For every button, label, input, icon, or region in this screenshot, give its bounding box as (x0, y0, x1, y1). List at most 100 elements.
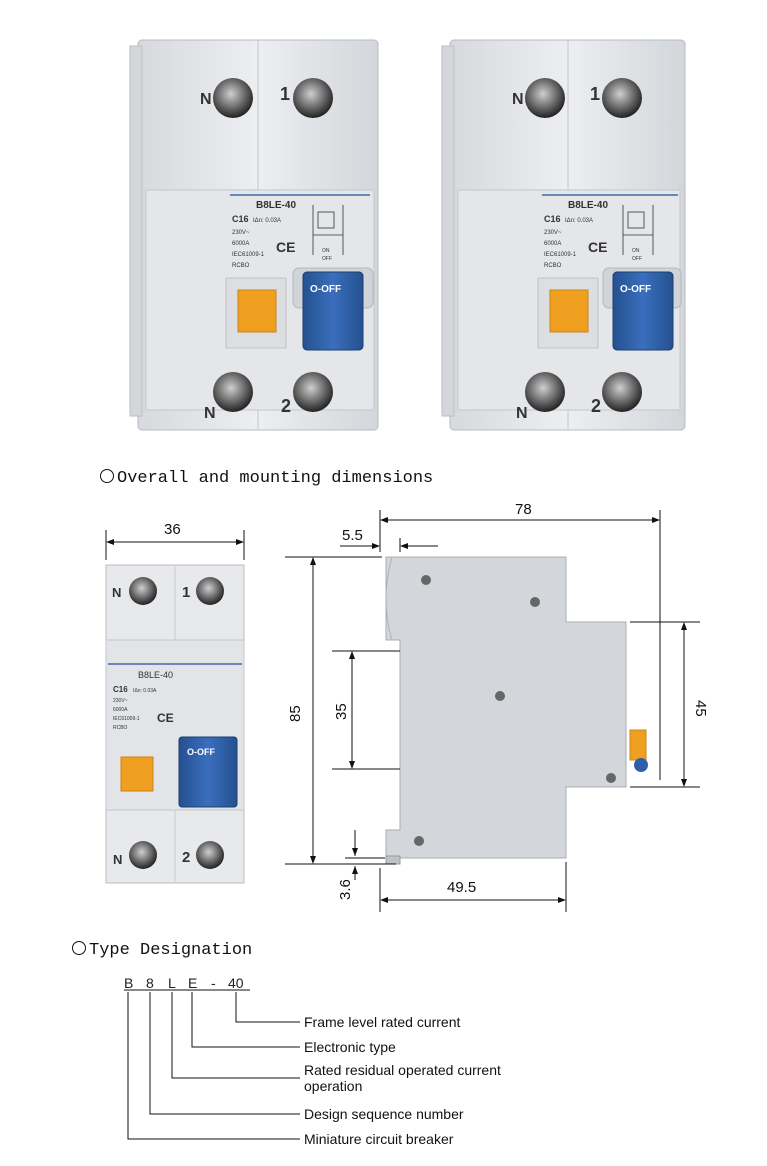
test-button[interactable] (549, 289, 589, 333)
dim-width-label: 36 (164, 521, 181, 538)
model-label: B8LE-40 (256, 200, 296, 211)
circle-bullet-icon (72, 941, 86, 955)
screw-icon (525, 78, 565, 118)
voltage-label: 230V~ (113, 698, 128, 704)
terminal-label: N (113, 852, 122, 867)
designation-residual-2: operation (304, 1078, 363, 1094)
breaking-label: 6000A (544, 241, 561, 247)
screw-icon (525, 372, 565, 412)
terminal-label: N (512, 91, 524, 108)
on-label: ON (632, 248, 640, 254)
code-char: L (168, 975, 176, 991)
residual-label: IΔn: 0.03A (133, 688, 157, 694)
dim-height-label: 85 (287, 705, 304, 722)
type-label: RCBO (232, 263, 250, 269)
terminal-label: 2 (182, 849, 190, 866)
dim-front-label: 45 (692, 700, 709, 717)
screw-icon (213, 372, 253, 412)
circuit-symbol-icon (312, 205, 344, 255)
screw-icon (602, 372, 642, 412)
type-leader-lines (124, 989, 300, 1140)
rating-label: C16 (232, 214, 249, 224)
front-view: N 1 N 2 B8LE-40 C16 IΔn: 0.03A 230V~ 600… (105, 564, 245, 884)
model-label: B8LE-40 (138, 670, 173, 680)
terminal-label: 1 (280, 84, 290, 104)
code-char: B (124, 975, 134, 991)
ce-mark: CE (588, 239, 607, 255)
code-char: E (188, 975, 198, 991)
circle-bullet-icon (100, 469, 114, 483)
type-heading-text: Type Designation (89, 941, 253, 960)
dim-width (105, 530, 245, 560)
screw-icon (196, 577, 224, 605)
dim-rail-label: 35 (333, 703, 350, 720)
dim-rail (332, 650, 400, 770)
dim-offset (340, 538, 438, 552)
dim-rear (379, 862, 567, 912)
test-button[interactable] (237, 289, 277, 333)
terminal-label: N (200, 91, 212, 108)
terminal-label: 2 (591, 396, 601, 416)
dim-depth-label: 78 (515, 501, 532, 518)
type-label: RCBO (113, 725, 128, 731)
residual-label: IΔn: 0.03A (253, 218, 281, 224)
handle-label: O-OFF (620, 284, 651, 295)
designation-residual: Rated residual operated current (304, 1062, 501, 1078)
voltage-label: 230V~ (544, 230, 562, 236)
designation-electronic: Electronic type (304, 1039, 396, 1055)
ce-mark: CE (276, 239, 295, 255)
screw-icon (213, 78, 253, 118)
dimensions-heading-text: Overall and mounting dimensions (117, 469, 434, 488)
dim-depth (379, 510, 661, 780)
type-heading: Type Designation (72, 941, 252, 960)
rating-label: C16 (113, 685, 128, 694)
side-test-button (629, 729, 647, 761)
standard-label: IEC61009-1 (232, 252, 265, 258)
toggle-handle (178, 736, 238, 808)
screw-icon (196, 841, 224, 869)
handle-label: O-OFF (310, 284, 341, 295)
screw-icon (602, 78, 642, 118)
toggle-handle[interactable] (302, 271, 364, 351)
screw-icon (129, 577, 157, 605)
terminal-label: N (112, 585, 121, 600)
terminal-label: N (204, 405, 216, 422)
dim-bottom-offset-label: 3.6 (337, 879, 354, 900)
off-label: OFF (322, 256, 332, 262)
code-char: 40 (228, 975, 244, 991)
breaker-photo-2: N 1 N 2 B8LE-40 C16 IΔn: 0.03A 230V~ 600… (441, 39, 686, 431)
breaker-photo-1: N 1 N 2 B8LE-40 C16 IΔn: 0.03A 230V~ 600… (129, 39, 379, 431)
breaking-label: 6000A (232, 241, 249, 247)
terminal-label: 1 (182, 584, 190, 601)
screw-icon (293, 78, 333, 118)
code-char: - (211, 975, 216, 991)
circuit-symbol-icon (622, 205, 654, 255)
dim-front (630, 621, 700, 788)
test-button (120, 756, 154, 792)
dim-bottom-offset (345, 830, 385, 880)
residual-label: IΔn: 0.03A (565, 218, 593, 224)
on-label: ON (322, 248, 330, 254)
handle-label: O-OFF (187, 747, 215, 757)
screw-icon (293, 372, 333, 412)
model-label: B8LE-40 (568, 200, 608, 211)
breaking-label: 6000A (113, 707, 128, 713)
code-char: 8 (146, 975, 154, 991)
off-label: OFF (632, 256, 642, 262)
dim-rear-label: 49.5 (447, 879, 476, 896)
designation-frame-current: Frame level rated current (304, 1014, 461, 1030)
side-view (385, 556, 648, 865)
terminal-label: 1 (590, 84, 600, 104)
rating-label: C16 (544, 214, 561, 224)
screw-icon (129, 841, 157, 869)
toggle-handle[interactable] (612, 271, 674, 351)
dim-height (285, 556, 396, 865)
voltage-label: 230V~ (232, 230, 250, 236)
terminal-label: N (516, 405, 528, 422)
terminal-label: 2 (281, 396, 291, 416)
designation-sequence: Design sequence number (304, 1106, 464, 1122)
standard-label: IEC61009-1 (544, 252, 577, 258)
designation-mcb: Miniature circuit breaker (304, 1131, 454, 1147)
type-label: RCBO (544, 263, 562, 269)
dim-offset-label: 5.5 (342, 527, 363, 544)
